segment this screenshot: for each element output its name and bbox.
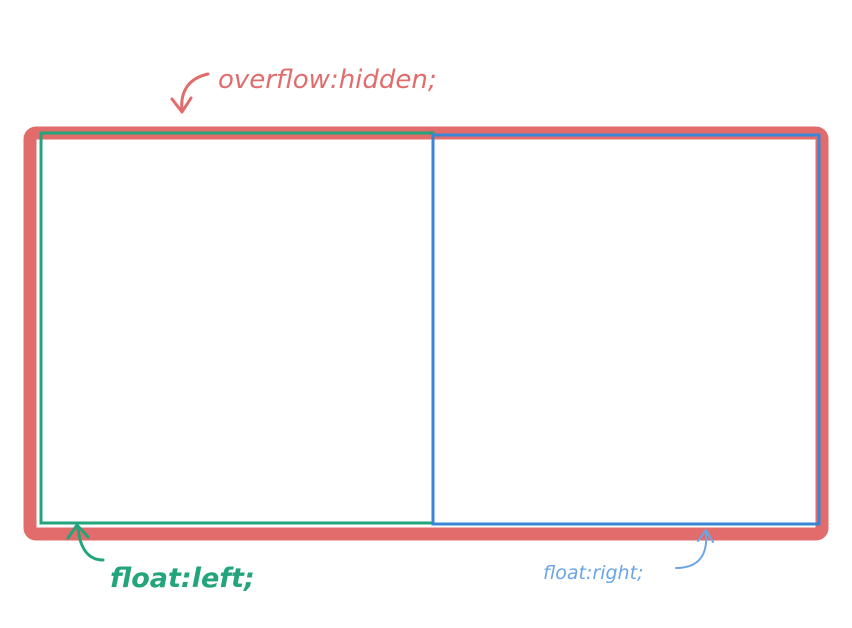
left-arrow-icon	[76, 526, 105, 562]
right-box-label: float:right;	[543, 562, 643, 584]
right-arrowhead-icon	[697, 529, 714, 543]
right-arrow-icon	[675, 531, 708, 569]
container-label: overflow:hidden;	[218, 65, 437, 95]
left-arrowhead-icon	[66, 523, 90, 540]
container-box	[23, 126, 829, 541]
container-arrow-icon	[180, 72, 210, 112]
right-float-box	[431, 133, 821, 526]
container-arrowhead-icon	[170, 96, 193, 114]
left-box-label: float:left;	[110, 563, 255, 594]
left-float-box	[39, 131, 435, 525]
